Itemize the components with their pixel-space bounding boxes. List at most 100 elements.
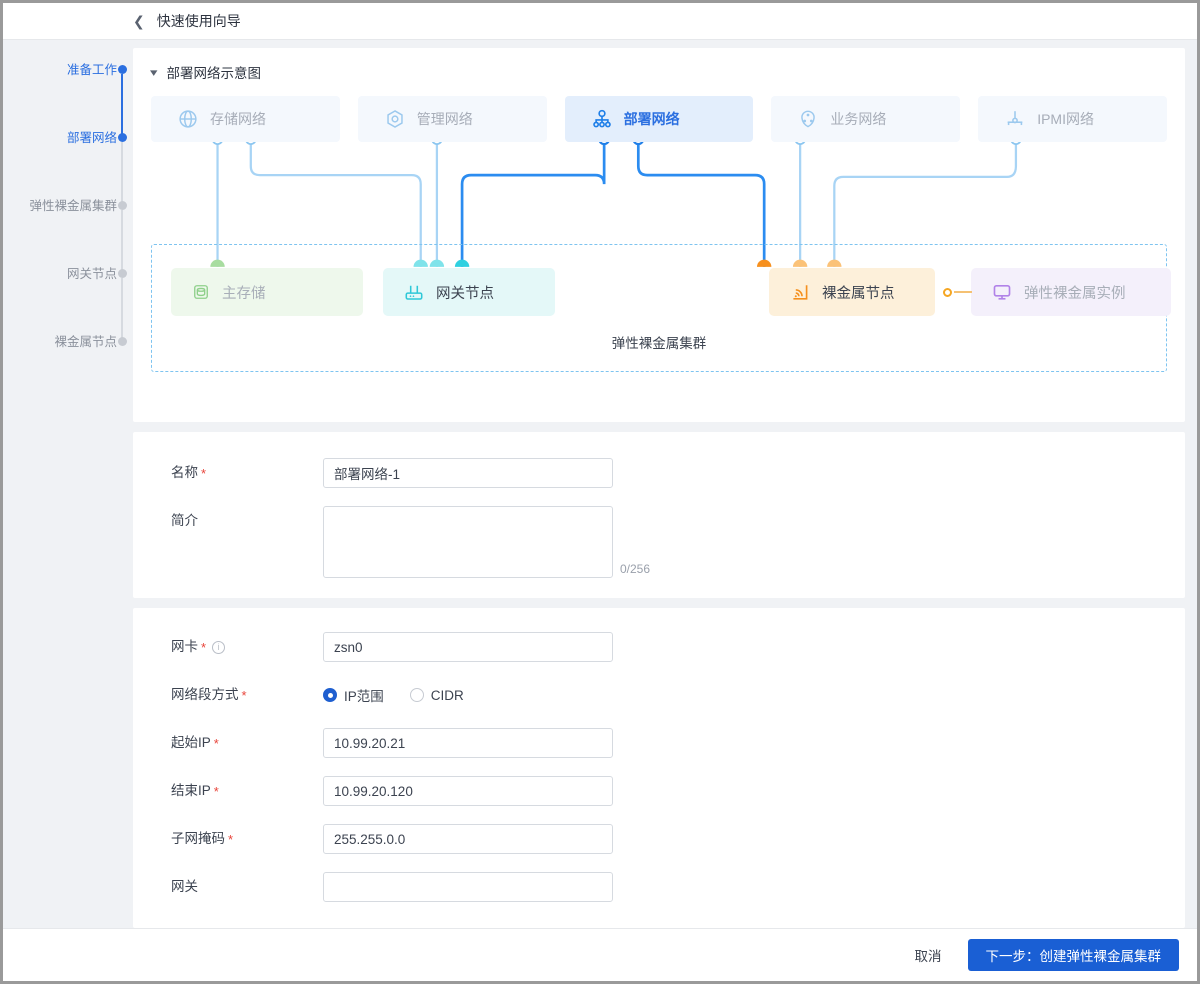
step-dot bbox=[118, 133, 127, 142]
ipmi-icon bbox=[1007, 111, 1023, 126]
label-text: 网关 bbox=[171, 879, 198, 894]
info-circle-icon[interactable]: i bbox=[212, 640, 226, 654]
network-diagram-card: ▾ 部署网络示意图 bbox=[133, 48, 1185, 422]
step-label: 裸金属节点 bbox=[54, 335, 117, 349]
step-connector bbox=[121, 142, 123, 204]
network-card-label: 管理网络 bbox=[416, 111, 473, 127]
required-marker: * bbox=[228, 831, 234, 847]
page-body: 准备工作 部署网络 弹性裸金属集群 网关节点 裸金属节点 bbox=[3, 40, 1197, 928]
label-end-ip: 结束IP * bbox=[151, 776, 323, 806]
label-text: 起始IP bbox=[171, 735, 211, 750]
gateway-input[interactable] bbox=[323, 872, 613, 902]
label-gateway: 网关 bbox=[151, 872, 323, 902]
node-chip-label: 网关节点 bbox=[436, 285, 494, 302]
sidebar-item-bm-cluster[interactable]: 弹性裸金属集群 bbox=[3, 198, 133, 272]
label-start-ip: 起始IP * bbox=[151, 728, 323, 758]
hexagon-target-icon bbox=[387, 110, 403, 128]
step-dot bbox=[118, 269, 127, 278]
label-text: 名称 bbox=[171, 465, 198, 480]
node-chip-label: 裸金属节点 bbox=[822, 285, 895, 302]
label-text: 网卡 bbox=[171, 639, 198, 654]
form-row-name: 名称 * bbox=[151, 458, 1167, 488]
end-ip-input[interactable] bbox=[323, 776, 613, 806]
cancel-button[interactable]: 取消 bbox=[905, 939, 952, 971]
nic-input[interactable] bbox=[323, 632, 613, 662]
char-counter: 0/256 bbox=[620, 562, 651, 576]
required-marker: * bbox=[213, 735, 219, 751]
network-card-ipmi[interactable]: IPMI网络 bbox=[978, 96, 1167, 142]
node-link-dot bbox=[943, 288, 952, 297]
network-card-label: 业务网络 bbox=[830, 111, 887, 127]
required-marker: * bbox=[213, 783, 219, 799]
step-label: 准备工作 bbox=[66, 63, 117, 77]
label-segment-mode: 网络段方式 * bbox=[151, 680, 323, 710]
label-text: 网络段方式 bbox=[171, 687, 239, 702]
label-text: 结束IP bbox=[171, 783, 211, 798]
label-nic: 网卡 * i bbox=[151, 632, 323, 662]
node-chip-bare-metal[interactable]: 裸金属节点 bbox=[769, 268, 935, 316]
cloud-nodes-icon bbox=[801, 110, 816, 128]
chevron-down-icon[interactable]: ▾ bbox=[150, 66, 158, 79]
step-label: 网关节点 bbox=[66, 267, 117, 281]
network-card-business[interactable]: 业务网络 bbox=[771, 96, 961, 142]
label-name: 名称 * bbox=[151, 458, 323, 488]
description-textarea[interactable] bbox=[323, 506, 613, 578]
form-row-segment-mode: 网络段方式 * IP范围 CIDR bbox=[151, 680, 1167, 710]
network-card-management[interactable]: 管理网络 bbox=[357, 96, 547, 142]
label-description: 简介 bbox=[151, 506, 323, 536]
step-connector bbox=[121, 74, 123, 136]
step-label: 弹性裸金属集群 bbox=[29, 199, 117, 213]
form-row-netmask: 子网掩码 * bbox=[151, 824, 1167, 854]
label-text: 子网掩码 bbox=[171, 831, 225, 846]
step-dot bbox=[118, 65, 127, 74]
node-chip-gateway[interactable]: 网关节点 bbox=[383, 268, 555, 316]
network-card-storage[interactable]: 存储网络 bbox=[151, 96, 340, 142]
start-ip-input[interactable] bbox=[323, 728, 613, 758]
name-input[interactable] bbox=[323, 458, 613, 488]
step-dot bbox=[118, 337, 127, 346]
network-card-label: 部署网络 bbox=[623, 111, 680, 127]
netmask-input[interactable] bbox=[323, 824, 613, 854]
node-link-segment bbox=[954, 291, 972, 293]
network-card-label: 存储网络 bbox=[210, 111, 266, 127]
wizard-window: ❮ 快速使用向导 准备工作 部署网络 弹性裸金属集群 网关节点 bbox=[3, 3, 1197, 981]
cluster-caption: 弹性裸金属集群 bbox=[611, 336, 707, 351]
form-row-start-ip: 起始IP * bbox=[151, 728, 1167, 758]
segment-mode-radio-group: IP范围 CIDR bbox=[323, 680, 464, 710]
chevron-left-icon[interactable]: ❮ bbox=[133, 13, 145, 29]
required-marker: * bbox=[201, 465, 207, 481]
required-marker: * bbox=[241, 687, 247, 703]
sidebar-item-deploy-network[interactable]: 部署网络 bbox=[3, 130, 133, 204]
monitor-icon bbox=[993, 284, 1011, 300]
required-marker: * bbox=[201, 639, 207, 655]
network-config-form: 网卡 * i 网络段方式 * IP范围 bbox=[133, 608, 1185, 928]
node-chip-label: 弹性裸金属实例 bbox=[1024, 285, 1126, 302]
radio-mark bbox=[409, 688, 424, 702]
network-card-deploy[interactable]: 部署网络 bbox=[564, 96, 754, 142]
diagram-title: 部署网络示意图 bbox=[166, 66, 262, 81]
signal-square-icon bbox=[793, 285, 808, 300]
label-text: 简介 bbox=[171, 513, 198, 528]
description-wrap: 0/256 bbox=[323, 506, 650, 578]
step-connector bbox=[121, 278, 123, 340]
node-chip-bm-instance[interactable]: 弹性裸金属实例 bbox=[971, 268, 1171, 316]
radio-mark bbox=[323, 688, 337, 702]
sidebar-item-gateway-node[interactable]: 网关节点 bbox=[3, 266, 133, 340]
page-title: 快速使用向导 bbox=[156, 13, 241, 29]
step-connector bbox=[121, 210, 123, 272]
form-row-nic: 网卡 * i bbox=[151, 632, 1167, 662]
sidebar-item-preparation[interactable]: 准备工作 bbox=[3, 62, 133, 136]
radio-cidr[interactable]: CIDR bbox=[409, 688, 464, 703]
network-card-label: IPMI网络 bbox=[1037, 111, 1094, 127]
radio-ip-range[interactable]: IP范围 bbox=[323, 685, 384, 705]
content-column: ▾ 部署网络示意图 bbox=[133, 40, 1197, 928]
step-label: 部署网络 bbox=[66, 131, 117, 145]
next-step-button[interactable]: 下一步：创建弹性裸金属集群 bbox=[967, 939, 1179, 971]
node-chip-primary-storage[interactable]: 主存储 bbox=[171, 268, 363, 316]
label-netmask: 子网掩码 * bbox=[151, 824, 323, 854]
sidebar-item-bm-node[interactable]: 裸金属节点 bbox=[3, 334, 133, 402]
diagram-canvas: 存储网络 管理网络 bbox=[151, 96, 1171, 406]
node-chip-label: 主存储 bbox=[222, 285, 266, 302]
wizard-steps: 准备工作 部署网络 弹性裸金属集群 网关节点 裸金属节点 bbox=[3, 40, 133, 928]
basic-info-form: 名称 * 简介 0/256 bbox=[133, 432, 1185, 598]
